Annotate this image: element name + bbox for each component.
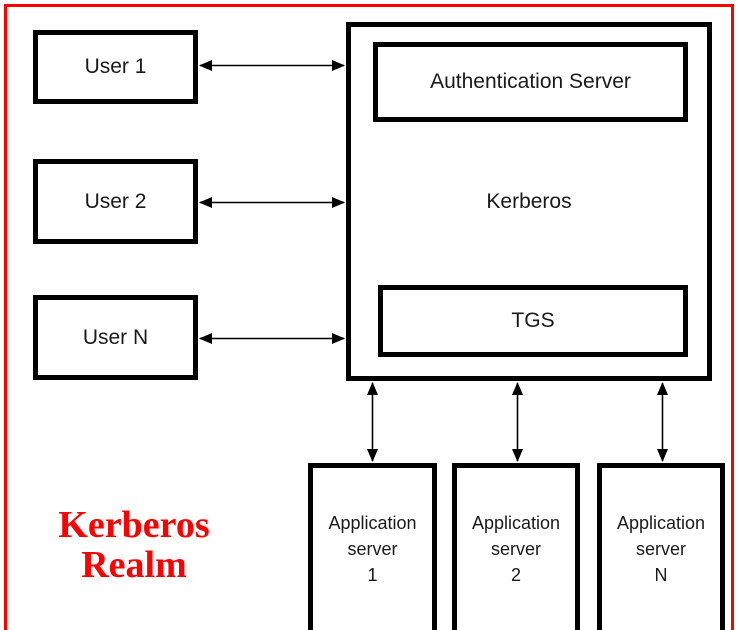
tgs-box: TGS xyxy=(378,285,688,357)
kerberos-label: Kerberos xyxy=(486,190,572,213)
tgs-label: TGS xyxy=(511,309,555,332)
application-server-2-label: Application server 2 xyxy=(471,513,561,585)
realm-border xyxy=(4,4,734,630)
application-server-1-label: Application server 1 xyxy=(328,513,417,585)
authentication-server-box: Authentication Server xyxy=(373,42,688,122)
realm-title: Kerberos Realm xyxy=(58,504,210,586)
user-1-box: User 1 xyxy=(33,30,198,104)
application-server-2-box: Application server 2 xyxy=(452,463,580,630)
user-2-box: User 2 xyxy=(33,159,198,244)
authentication-server-label: Authentication Server xyxy=(430,70,631,93)
user-n-box: User N xyxy=(33,295,198,380)
user-1-label: User 1 xyxy=(84,55,147,78)
user-2-label: User 2 xyxy=(84,189,147,213)
application-server-n-label: Application server N xyxy=(616,513,706,585)
application-server-1-box: Application server 1 xyxy=(308,463,437,630)
user-n-label: User N xyxy=(82,325,149,349)
application-server-n-box: Application server N xyxy=(597,463,725,630)
